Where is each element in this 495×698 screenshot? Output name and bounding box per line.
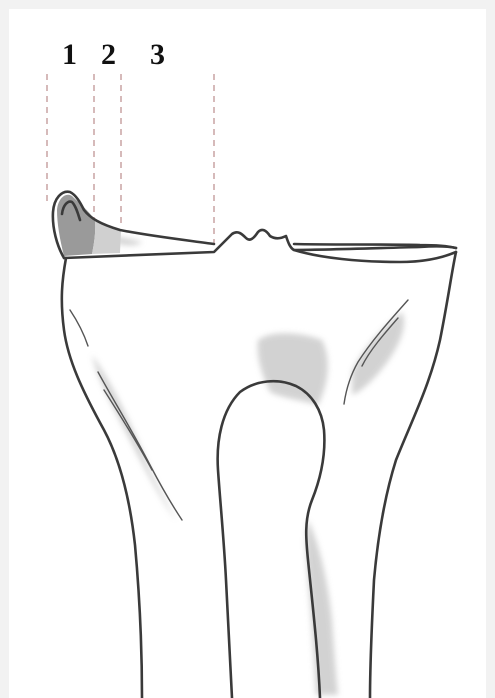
label-1: 1 — [62, 38, 77, 71]
bone-outline — [53, 192, 456, 698]
plateau-back — [294, 250, 456, 262]
label-3: 3 — [150, 38, 165, 71]
label-2: 2 — [101, 38, 116, 71]
shading-right-ridge — [352, 312, 404, 395]
ridge-left-upper — [70, 310, 88, 346]
shaft-right-outer — [370, 252, 456, 698]
shaft-left-outer — [62, 258, 142, 698]
bone-shading — [92, 236, 404, 695]
articular-facet-1 — [57, 195, 95, 256]
shading-proximal-lateral — [258, 333, 328, 405]
shading-shaft — [306, 520, 338, 695]
